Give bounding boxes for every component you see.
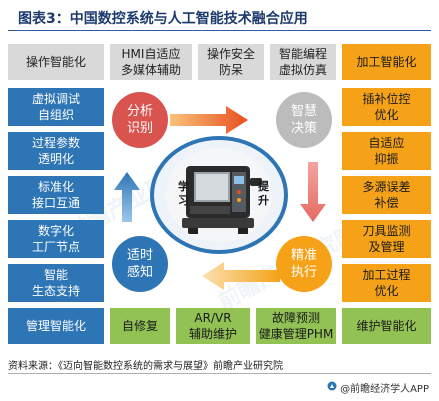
arrow-top [170,106,248,134]
footer-divider [8,373,431,374]
page-title: 图表3：中国数控系统与人工智能技术融合应用 [18,11,308,27]
brand-text: @前瞻经济学人APP [340,384,429,395]
arrow-bottom [202,262,280,290]
bottom-box-maintenance-intelligence: 维护智能化 [342,308,431,344]
label-improve: 提 升 [258,180,269,207]
right-box-error-compensation: 多源误差 补偿 [342,176,431,214]
center-image-frame [166,148,272,242]
top-box-safety: 操作安全 防呆 [198,44,264,80]
node-decide: 智慧 决策 [276,92,332,148]
bottom-box-phm: 故障预测 健康管理PHM [256,308,336,344]
brand-logo-icon [327,381,337,394]
brand-signature: @前瞻经济学人APP [327,380,429,395]
right-box-vibration: 自适应 抑振 [342,132,431,170]
bottom-box-arvr: AR/VR 辅助维护 [176,308,250,344]
right-box-interpolation: 插补位控 优化 [342,88,431,126]
left-box-interface: 标准化 接口互通 [8,176,104,214]
title-divider [8,30,431,31]
left-box-digital-factory: 数字化 工厂节点 [8,220,104,258]
node-sense: 适时 感知 [112,236,168,292]
right-box-process-optimization: 加工过程 优化 [342,264,431,302]
node-analyze: 分析 识别 [112,92,168,148]
left-box-process-params: 过程参数 透明化 [8,132,104,170]
top-box-hmi: HMI自适应 多媒体辅助 [110,44,192,80]
left-box-virtual-debug: 虚拟调试 自组织 [8,88,104,126]
bottom-box-self-repair: 自修复 [110,308,170,344]
source-note: 资料来源：《迈向智能数控系统的需求与展望》前瞻产业研究院 [8,361,283,372]
label-learn: 学 习 [178,180,189,207]
arrow-left [114,172,140,222]
cnc-machine-icon [166,148,272,242]
top-box-operation-intelligence: 操作智能化 [8,44,104,80]
top-box-machining-intelligence: 加工智能化 [342,44,431,80]
node-execute: 精准 执行 [276,236,332,292]
arrow-right [300,162,326,222]
right-box-tool-monitoring: 刀具监测 及管理 [342,220,431,258]
top-box-programming: 智能编程 虚拟仿真 [270,44,336,80]
cycle-arrow-icon [114,106,326,290]
left-box-management-intelligence: 管理智能化 [8,308,104,344]
left-box-ecosystem: 智能 生态支持 [8,264,104,302]
